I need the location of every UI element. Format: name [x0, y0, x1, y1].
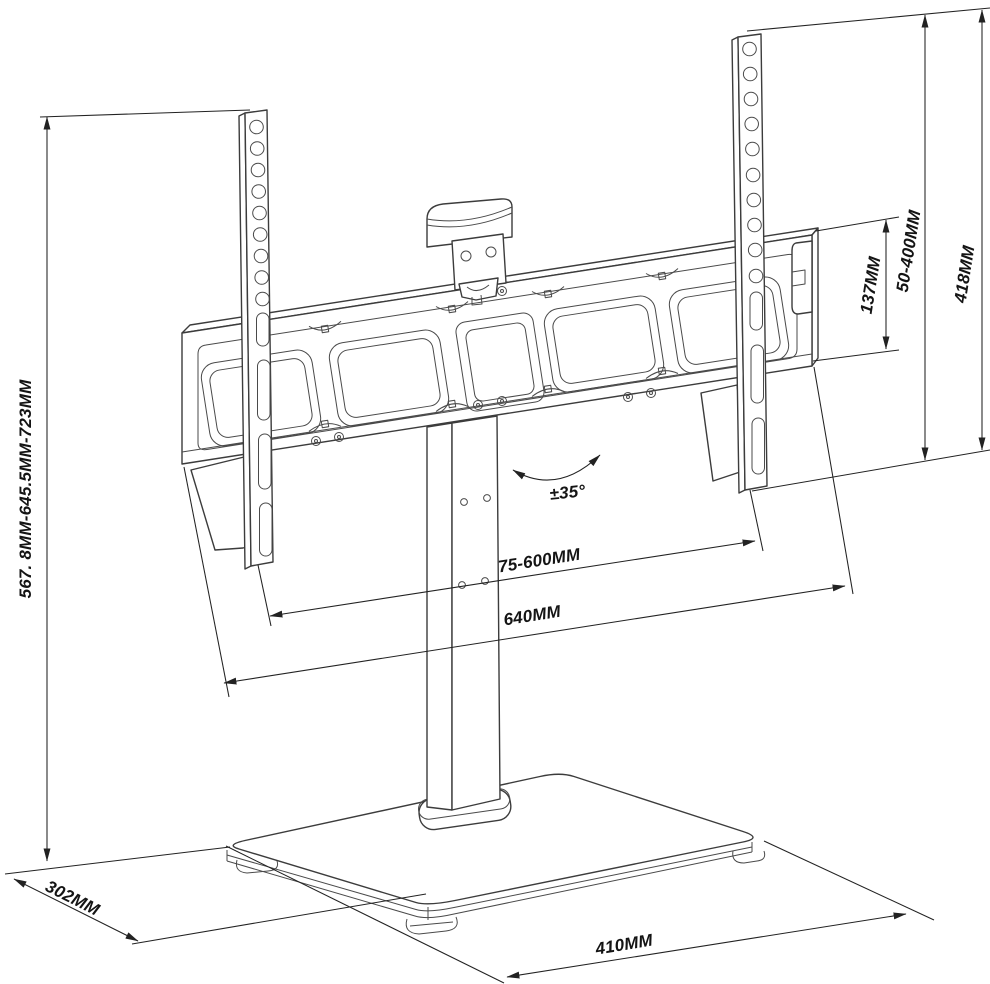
left-vesa-rail [238, 109, 274, 570]
dim-vesa-width-range-label: 75-600MM [497, 545, 582, 577]
left-rail-slots [256, 312, 273, 557]
dimension-plate-height: 137MM [812, 216, 900, 362]
right-vesa-rail [731, 33, 768, 494]
crossbar-window-4 [668, 276, 790, 374]
dim-vesa-height-range-label: 50-400MM [893, 208, 925, 293]
crossbar-square-holes [320, 271, 667, 429]
base-foot-right [732, 850, 766, 864]
dim-plate-height-label: 137MM [857, 255, 885, 316]
crossbar-window-3 [543, 295, 665, 393]
dim-swivel-angle-label: ±35° [549, 481, 587, 504]
column-top-cap [426, 198, 513, 306]
tilt-bracket-hook [458, 277, 499, 301]
right-rail-slots [749, 291, 765, 475]
dimension-rail-height: 418MM [951, 9, 986, 451]
dim-total-height-label: 567. 8MM-645.5MM-723MM [16, 379, 35, 598]
dim-base-width-label: 410MM [593, 930, 655, 958]
left-rail-holes [249, 119, 270, 307]
column [418, 415, 512, 831]
dim-bracket-width-label: 640MM [502, 602, 563, 630]
right-rail-holes [742, 41, 764, 284]
tilt-bracket-plate [451, 233, 507, 291]
dim-rail-height-label: 418MM [951, 244, 979, 306]
base-plate [226, 773, 766, 935]
dim-base-depth-label: 302MM [42, 877, 103, 920]
base-foot-left [236, 859, 279, 874]
base-foot-front [405, 916, 458, 935]
dimension-total-height: 567. 8MM-645.5MM-723MM [4, 109, 251, 875]
crossbar-window-2 [328, 329, 450, 427]
dimension-swivel-angle: ±35° [512, 454, 601, 504]
dimension-vesa-width-range: 75-600MM [257, 489, 764, 627]
